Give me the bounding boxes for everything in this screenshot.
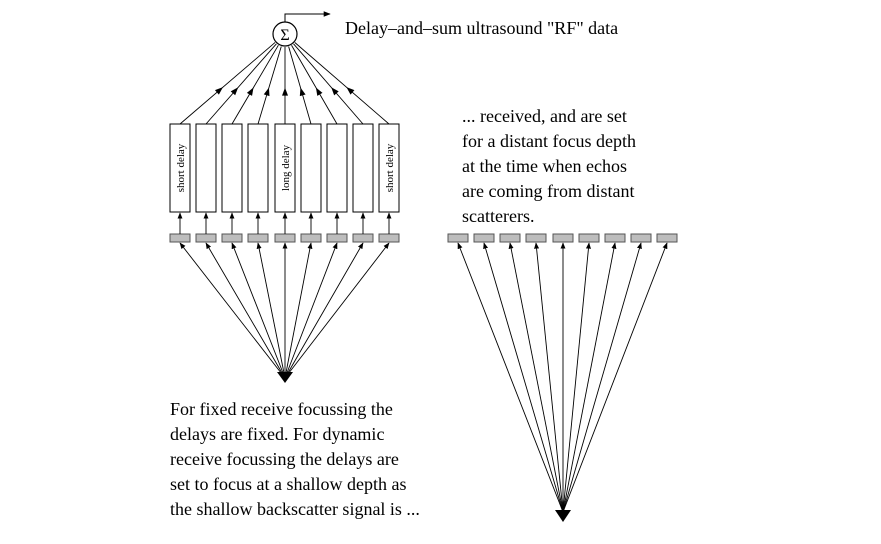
- delay-to-sum-line: [288, 46, 312, 125]
- focal-point: [277, 372, 293, 383]
- signal-arrowhead: [315, 87, 323, 96]
- echo-ray: [284, 242, 338, 379]
- transducer-element: [473, 233, 495, 243]
- diagram-title: Delay–and–sum ultrasound "RF" data: [345, 18, 618, 38]
- delay-to-sum-line: [291, 45, 338, 125]
- echo-ray: [534, 242, 564, 513]
- transducer-element: [300, 233, 322, 243]
- delay-label: short delay: [384, 143, 396, 192]
- transducer-element: [195, 233, 217, 243]
- transducer-element: [604, 233, 626, 243]
- delay-box: [195, 123, 217, 213]
- left-caption-line: For fixed receive focussing the: [170, 399, 393, 419]
- transducer-element: [656, 233, 678, 243]
- echo-ray: [483, 242, 564, 513]
- signal-arrowhead: [230, 87, 239, 96]
- right-caption-line: for a distant focus depth: [462, 131, 636, 151]
- right-receive-array: [447, 233, 678, 522]
- transducer-element: [499, 233, 521, 243]
- echo-ray: [562, 242, 591, 513]
- echo-ray: [231, 242, 286, 379]
- delay-box: [326, 123, 348, 213]
- echo-ray: [256, 242, 286, 379]
- summing-junction: Σ: [272, 21, 298, 47]
- delay-to-sum-line: [293, 43, 364, 125]
- delay-to-sum-line: [205, 43, 277, 125]
- delay-to-sum-line: [179, 42, 276, 125]
- right-caption-line: at the time when echos: [462, 156, 627, 176]
- signal-arrowhead: [299, 87, 306, 97]
- sigma-symbol: Σ: [280, 27, 289, 44]
- echo-ray: [284, 242, 313, 379]
- signal-arrowhead: [282, 87, 288, 96]
- transducer-element: [578, 233, 600, 243]
- focal-point: [555, 510, 571, 522]
- left-caption-line: set to focus at a shallow depth as: [170, 474, 406, 494]
- output-arrow: [284, 11, 331, 22]
- echo-ray: [508, 242, 564, 513]
- transducer-element: [326, 233, 348, 243]
- signal-arrowhead: [346, 87, 355, 95]
- left-caption-line: receive focussing the delays are: [170, 449, 399, 469]
- delay-to-sum-line: [231, 44, 279, 125]
- transducer-element: [630, 233, 652, 243]
- echo-ray: [457, 242, 564, 513]
- signal-arrowhead: [331, 87, 339, 96]
- transducer-element: [274, 233, 296, 243]
- transducer-element: [169, 233, 191, 243]
- left-caption-line: the shallow backscatter signal is ...: [170, 499, 420, 519]
- transducer-element: [352, 233, 374, 243]
- left-receive-array: short delay long delay short delay: [169, 42, 400, 383]
- transducer-element: [247, 233, 269, 243]
- signal-arrowhead: [246, 87, 254, 96]
- delay-box: [221, 123, 243, 213]
- delay-box: [300, 123, 322, 213]
- transducer-element: [378, 233, 400, 243]
- transducer-element: [447, 233, 469, 243]
- delay-to-sum-line: [257, 46, 282, 125]
- echo-ray: [562, 242, 617, 513]
- delay-label: short delay: [175, 143, 187, 192]
- signal-arrowhead: [214, 87, 223, 95]
- echo-ray: [205, 242, 286, 379]
- left-caption: For fixed receive focussing the delays a…: [170, 399, 420, 519]
- echo-ray: [284, 242, 364, 379]
- delay-box: [247, 123, 269, 213]
- echo-ray: [284, 242, 390, 379]
- right-caption-line: scatterers.: [462, 206, 534, 226]
- delay-to-sum-line: [294, 42, 390, 125]
- echo-ray: [562, 242, 668, 513]
- transducer-element: [552, 233, 574, 243]
- transducer-element: [525, 233, 547, 243]
- delay-box: [352, 123, 374, 213]
- echo-ray: [179, 242, 286, 379]
- transducer-element: [221, 233, 243, 243]
- right-caption: ... received, and are set for a distant …: [462, 106, 636, 226]
- right-caption-line: are coming from distant: [462, 181, 634, 201]
- signal-arrowhead: [263, 87, 270, 97]
- right-caption-line: ... received, and are set: [462, 106, 627, 126]
- left-caption-line: delays are fixed. For dynamic: [170, 424, 384, 444]
- delay-label: long delay: [280, 144, 292, 191]
- echo-ray: [562, 242, 642, 513]
